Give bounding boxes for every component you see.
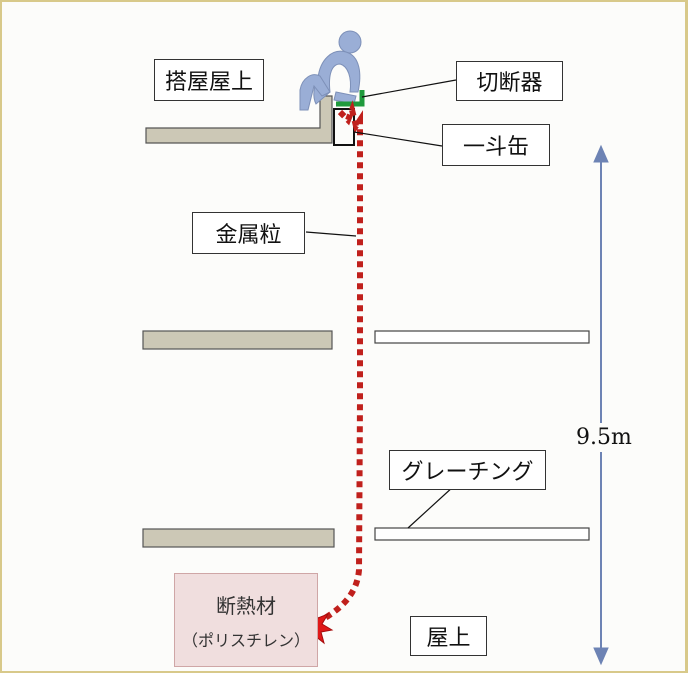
grating-upper: [374, 330, 590, 344]
insulation-material-label: （ポリスチレン）: [181, 630, 310, 650]
metal-grain-path: [316, 100, 363, 625]
floor-slab-left-2: [142, 528, 335, 548]
insulation-label: 断熱材: [216, 593, 276, 618]
person-bending-icon: [299, 30, 362, 111]
leader-metal-grains: [305, 231, 357, 237]
height-dimension-arrow: [593, 144, 609, 666]
rooftop-house-slab: [145, 95, 333, 144]
label-can: 一斗缶: [442, 124, 550, 166]
leader-cutter: [361, 79, 457, 98]
label-metal-grains: 金属粒: [192, 212, 305, 254]
height-dimension-label: 9.5m: [574, 423, 634, 452]
leader-can: [353, 131, 443, 147]
cutter-icon: [336, 90, 365, 107]
insulation-block: 断熱材 （ポリスチレン）: [174, 573, 318, 667]
label-grating: グレーチング: [389, 450, 546, 490]
floor-slab-left-1: [142, 330, 333, 350]
label-rooftop: 屋上: [410, 616, 487, 656]
label-rooftop-house: 搭屋屋上: [154, 59, 264, 101]
label-cutter: 切断器: [456, 61, 563, 101]
grating-lower: [374, 527, 590, 541]
leader-grating: [407, 485, 455, 529]
